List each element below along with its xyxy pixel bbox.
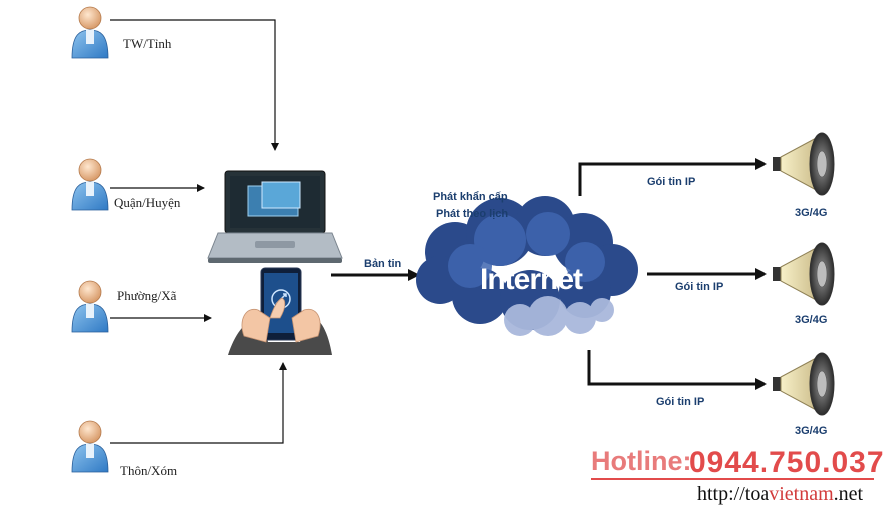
speaker-bottom: 3G/4G	[772, 352, 835, 437]
user-label: TW/Tỉnh	[123, 36, 172, 51]
packet-label: Gói tin IP	[656, 396, 704, 408]
arrow-tw-to-laptop	[110, 19, 279, 151]
user-label: Thôn/Xóm	[120, 463, 177, 478]
hotline-label: Hotline:	[591, 446, 692, 476]
internet-label: Internet	[480, 263, 583, 296]
hotline-underline	[591, 478, 874, 480]
person-icon	[71, 6, 109, 59]
cloud-label-emergency: Phát khẩn cấp	[433, 191, 508, 203]
laptop-icon	[207, 170, 343, 263]
contact-block: Hotline: 0944.750.037 http://toavietnam.…	[591, 446, 885, 505]
cloud-label-schedule: Phát theo lịch	[436, 208, 508, 220]
loudspeaker-icon	[772, 242, 835, 306]
user-label: Phường/Xã	[117, 288, 177, 303]
user-thon-xom: Thôn/Xóm	[71, 420, 177, 478]
network-label: 3G/4G	[795, 207, 827, 219]
user-label: Quận/Huyện	[114, 195, 181, 210]
internet-cloud-icon: Internet	[416, 196, 638, 336]
arrow-out-bottom	[587, 350, 767, 390]
packet-label: Gói tin IP	[647, 176, 695, 188]
person-icon	[71, 158, 109, 211]
arrow-thon-to-phone	[110, 362, 287, 444]
user-tw-tinh: TW/Tỉnh	[71, 6, 172, 59]
network-label: 3G/4G	[795, 425, 827, 437]
arrow-out-top	[578, 158, 767, 196]
speaker-top: 3G/4G	[772, 132, 835, 219]
loudspeaker-icon	[772, 352, 835, 416]
network-label: 3G/4G	[795, 314, 827, 326]
smartphone-icon	[228, 267, 332, 355]
person-icon	[71, 280, 109, 333]
loudspeaker-icon	[772, 132, 835, 196]
speaker-middle: 3G/4G	[772, 242, 835, 326]
ban-tin-label: Bản tin	[364, 258, 402, 270]
website-url[interactable]: http://toavietnam.net	[697, 483, 864, 505]
user-phuong-xa: Phường/Xã	[71, 280, 177, 333]
hotline-number: 0944.750.037	[689, 446, 885, 479]
user-quan-huyen: Quận/Huyện	[71, 158, 181, 211]
packet-label: Gói tin IP	[675, 281, 723, 293]
person-icon	[71, 420, 109, 473]
